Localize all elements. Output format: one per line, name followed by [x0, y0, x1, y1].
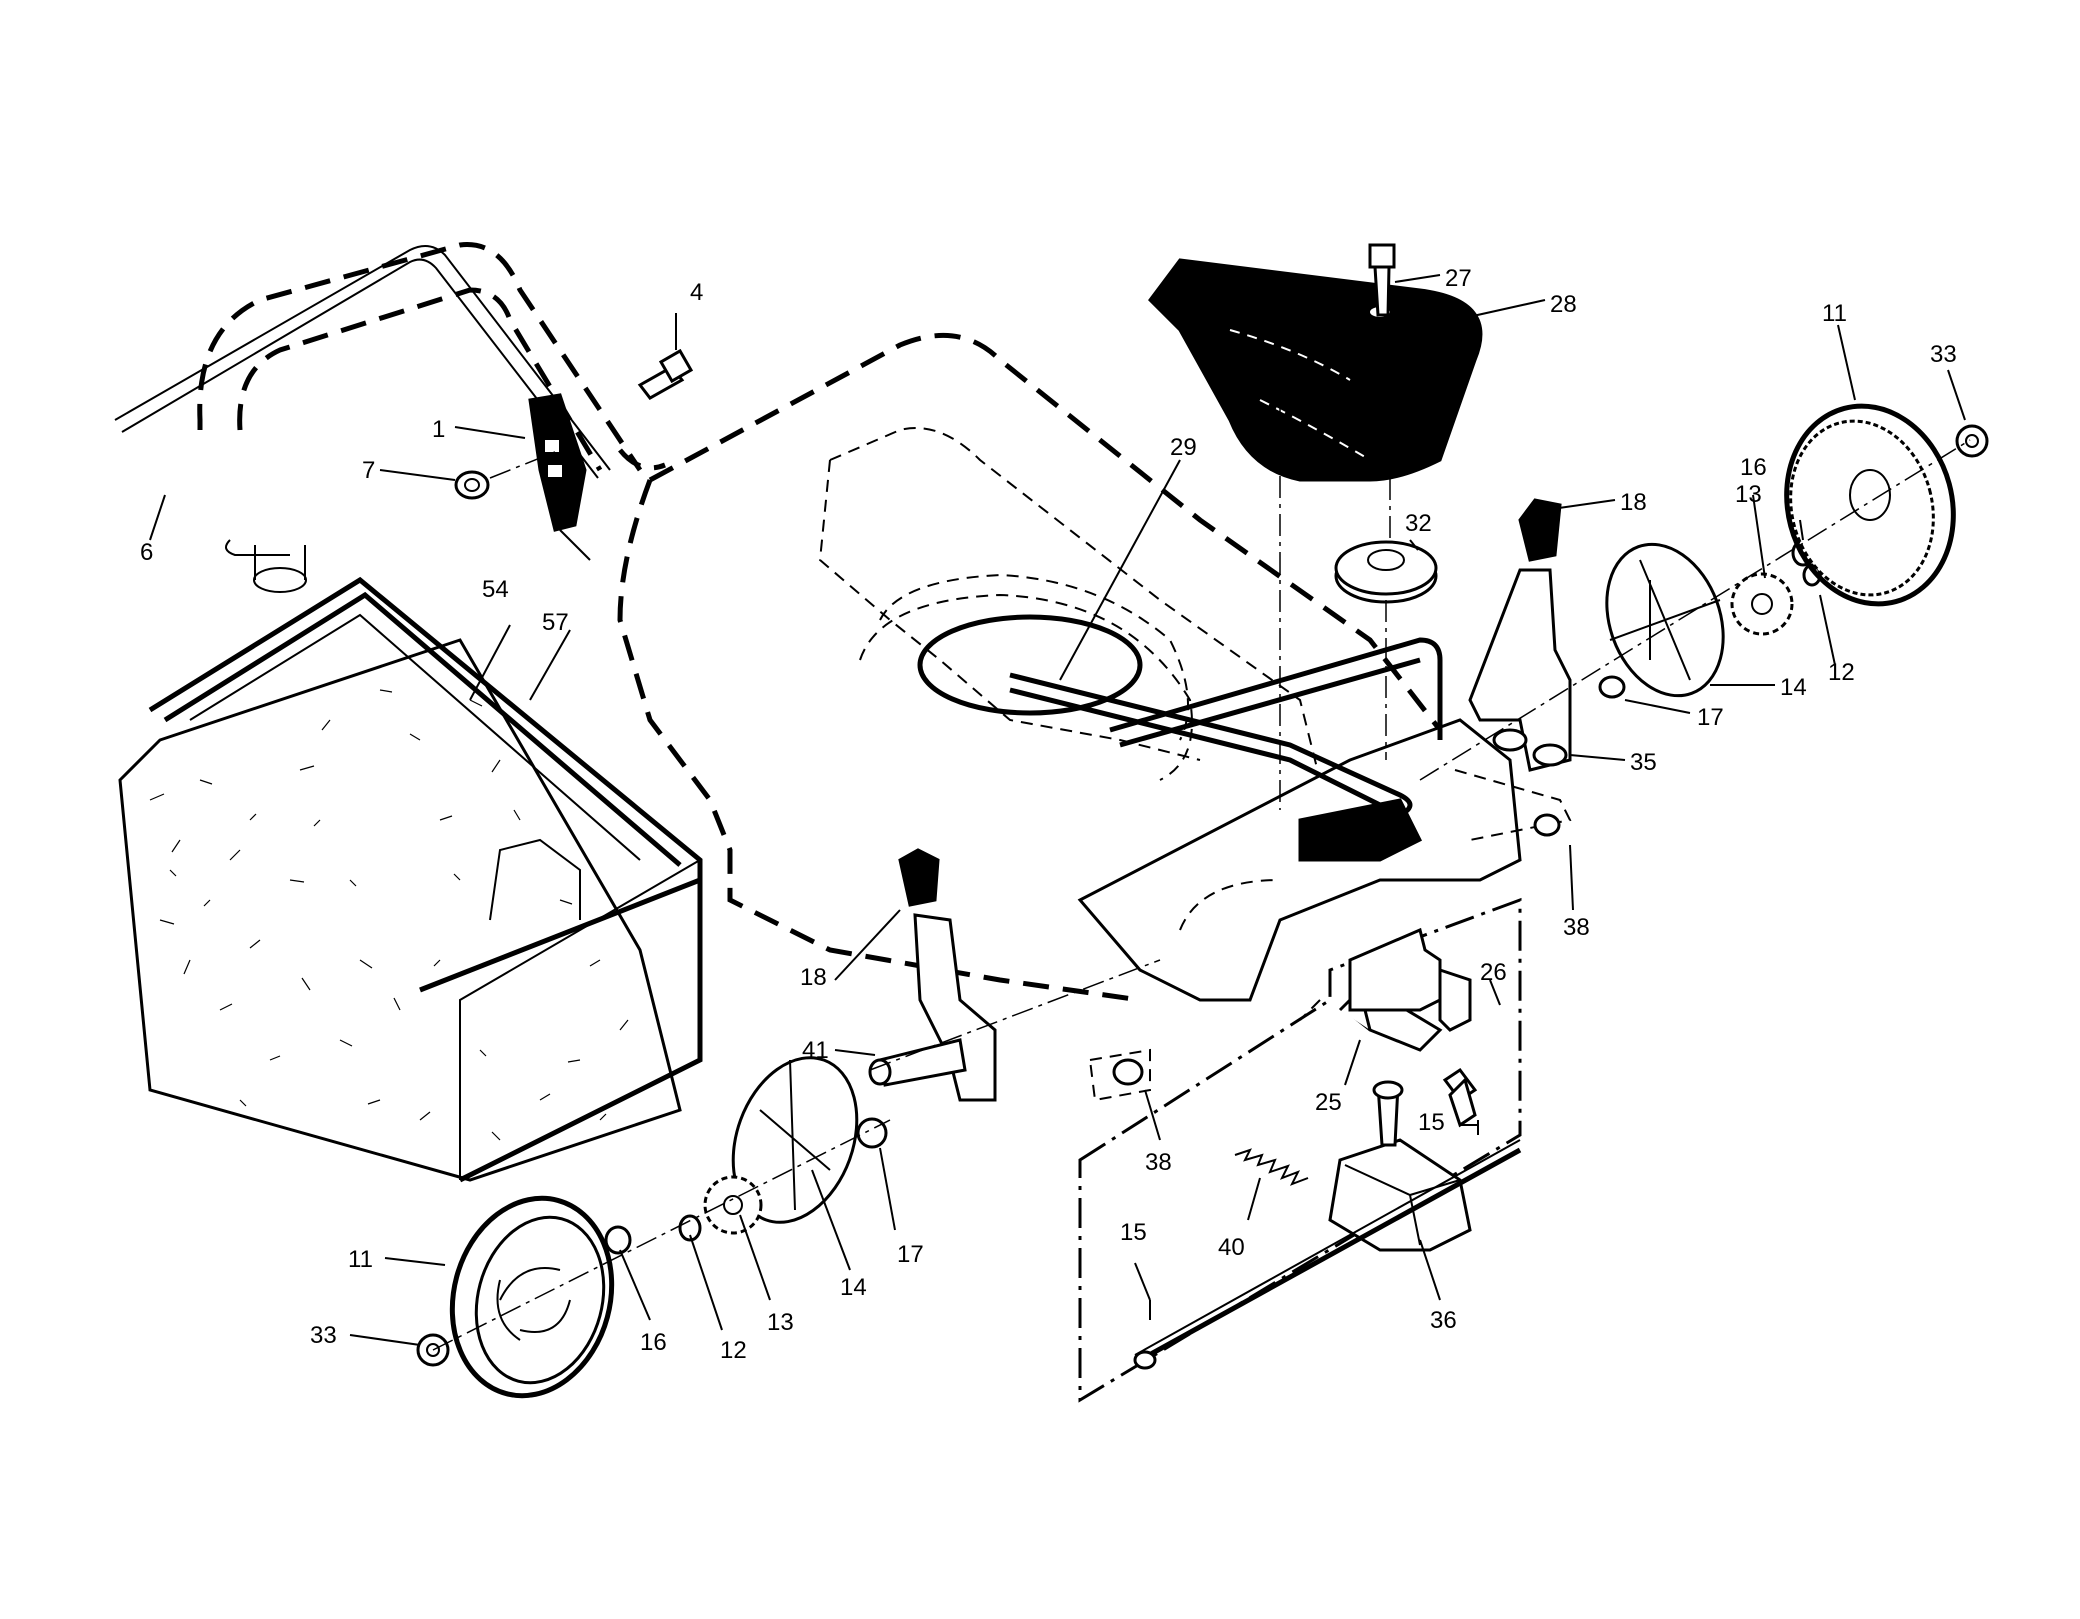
rear-flap-28: [1148, 258, 1483, 482]
label-7: 7: [362, 457, 375, 484]
gear-13-left: [703, 1175, 763, 1235]
label-41: 41: [802, 1037, 829, 1064]
label-15-left: 15: [1120, 1219, 1147, 1246]
label-33-right: 33: [1930, 341, 1957, 368]
mower-deck: [617, 332, 1522, 1021]
label-18-right: 18: [1620, 489, 1647, 516]
nut-38-left: [1088, 1048, 1151, 1102]
nut-33-right: [1955, 424, 1989, 458]
right-axle-centerline: [1419, 439, 1971, 781]
washer-17-right: [1598, 675, 1626, 699]
label-14-right: 14: [1780, 674, 1807, 701]
label-26: 26: [1480, 959, 1507, 986]
label-38-left: 38: [1145, 1149, 1172, 1176]
label-13-left: 13: [767, 1309, 794, 1336]
label-16-right: 16: [1740, 454, 1767, 481]
label-57: 57: [542, 609, 569, 636]
washer-17-left: [856, 1117, 888, 1149]
transmission-section: [1078, 897, 1522, 1403]
leader-lines: [149, 274, 1966, 1346]
nut-7: [454, 449, 561, 500]
label-33-left: 33: [310, 1322, 337, 1349]
pulley-32: [1334, 540, 1438, 760]
label-12-right: 12: [1828, 659, 1855, 686]
label-18-left: 18: [800, 964, 827, 991]
handle-assembly: [114, 242, 666, 593]
label-25: 25: [1315, 1089, 1342, 1116]
label-4: 4: [690, 279, 703, 306]
label-36: 36: [1430, 1307, 1457, 1334]
label-40: 40: [1218, 1234, 1245, 1261]
bracket-1: [528, 393, 591, 561]
bag-texture: [149, 689, 629, 1141]
label-15-right: 15: [1418, 1109, 1445, 1136]
hubcap-14-right: [1605, 542, 1725, 698]
bolt-4: [637, 348, 694, 400]
label-54: 54: [482, 576, 509, 603]
label-38-right: 38: [1563, 914, 1590, 941]
label-29: 29: [1170, 434, 1197, 461]
left-axle-centerline: [869, 959, 1161, 1071]
label-1: 1: [432, 416, 445, 443]
bolt-27: [1279, 243, 1396, 810]
label-14-left: 14: [840, 1274, 867, 1301]
label-27: 27: [1445, 265, 1472, 292]
label-11-left: 11: [348, 1246, 373, 1273]
label-13-right: 13: [1735, 481, 1762, 508]
washer-16-left: [604, 1225, 632, 1255]
gear-13-right: [1730, 572, 1794, 636]
height-adjuster-right: [1468, 498, 1572, 772]
label-11-right: 11: [1822, 300, 1847, 327]
wheel-11-right: [1784, 403, 1956, 607]
wheel-11-left: [449, 1195, 615, 1399]
height-adjuster-left: [868, 848, 997, 1102]
label-32: 32: [1405, 510, 1432, 537]
part-labels: 27 28 4 1 7 6 29 32 18 11 33 16 13 12 14…: [140, 265, 1957, 1364]
label-28: 28: [1550, 291, 1577, 318]
label-35: 35: [1630, 749, 1657, 776]
grass-bag: [118, 576, 703, 1183]
nut-38-right: [1533, 813, 1561, 837]
hubcap-14-left: [731, 1056, 859, 1224]
clip-12-left: [678, 1214, 702, 1242]
label-17-left: 17: [897, 1241, 924, 1268]
label-16-left: 16: [640, 1329, 667, 1356]
label-6: 6: [140, 539, 153, 566]
label-17-right: 17: [1697, 704, 1724, 731]
label-12-left: 12: [720, 1337, 747, 1364]
